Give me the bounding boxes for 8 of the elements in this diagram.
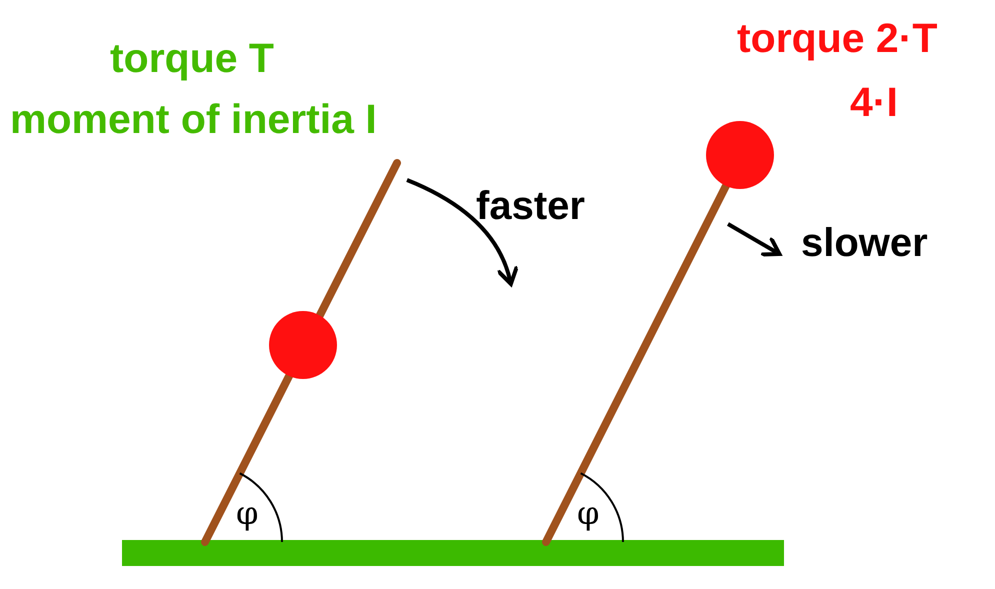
inertia-label: 4·I bbox=[850, 82, 898, 123]
torque-label: torque T bbox=[110, 38, 274, 79]
torque-label: torque 2·T bbox=[737, 18, 938, 59]
inertia-label: moment of inertia I bbox=[10, 99, 377, 140]
angle-label: φ bbox=[236, 497, 258, 529]
speed-label: slower bbox=[801, 223, 928, 263]
angle-label: φ bbox=[577, 497, 600, 529]
speed-label: faster bbox=[476, 186, 585, 226]
